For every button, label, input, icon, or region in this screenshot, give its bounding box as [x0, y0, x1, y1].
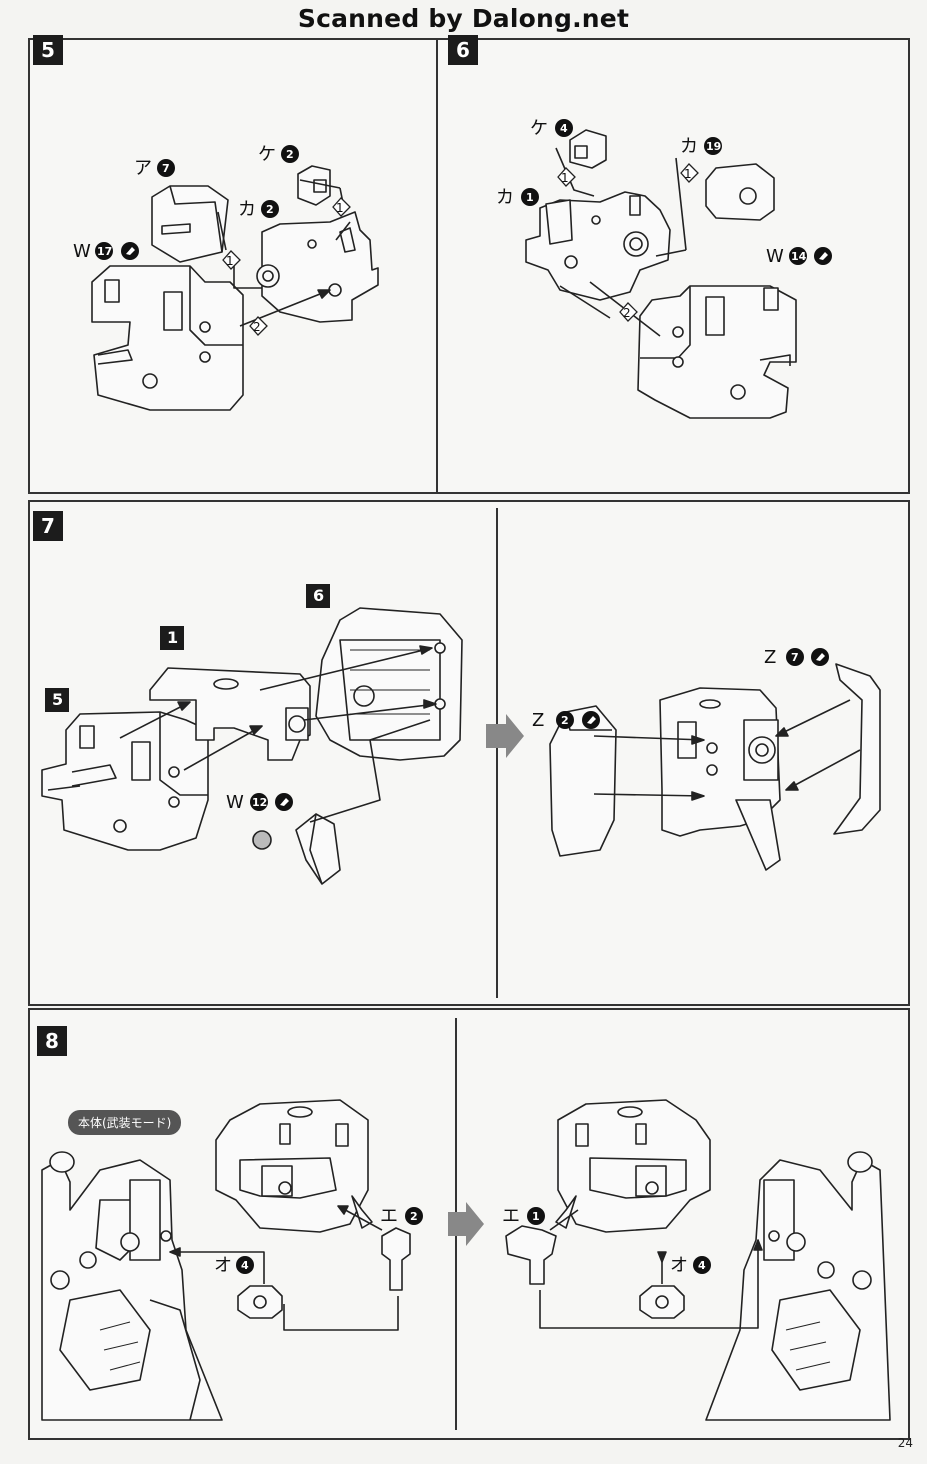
step-6-labels: ケ 4 カ 19 カ 1 W 14: [496, 118, 832, 267]
step-6-badge: 6: [448, 35, 478, 65]
label-z7-kana: Z: [764, 647, 776, 668]
label-w12-num: 12: [252, 796, 267, 809]
step-6-panel: [436, 38, 910, 494]
step-6-callouts: 1 1 2: [557, 163, 699, 322]
ref-step-6: 6: [313, 586, 324, 605]
body-armed-mode-tag: 本体(武装モード): [68, 1110, 182, 1135]
scan-watermark-title: Scanned by Dalong.net: [297, 4, 630, 33]
ref-step-5: 5: [52, 690, 63, 709]
step-6-artwork: [525, 129, 797, 419]
step-7-right-labels: Z 7 Z 2: [532, 647, 829, 731]
label-z7-num: 7: [791, 651, 799, 664]
label-w14-num: 14: [791, 250, 807, 263]
label-ka1-kana: カ: [496, 187, 514, 208]
step-5-callouts: 1 1 2: [222, 197, 351, 336]
label-o4a-num: 4: [241, 1259, 249, 1272]
label-e2-num: 2: [410, 1210, 418, 1223]
label-ke4-num: 4: [560, 122, 568, 135]
step-8-badge: 8: [37, 1026, 67, 1056]
label-w12-kana: W: [226, 792, 244, 813]
step-8-next-arrow: [448, 1202, 484, 1246]
label-ke2-num: 2: [286, 148, 294, 161]
label-o4b-kana: オ: [670, 1255, 688, 1276]
label-e1-num: 1: [532, 1210, 540, 1223]
label-z2-kana: Z: [532, 710, 544, 731]
page-number: 24: [897, 1436, 913, 1450]
step-7-left-artwork: [41, 607, 463, 885]
step-8-right-artwork: [505, 1099, 891, 1421]
step-7-divider: [496, 508, 498, 998]
label-e1-kana: エ: [502, 1206, 520, 1227]
step-7-refs: 1 5 6: [45, 584, 330, 712]
callout-1: 1: [336, 201, 344, 215]
step-5-artwork: [91, 165, 379, 411]
label-o4a-kana: オ: [214, 1255, 232, 1276]
step-5-badge: 5: [33, 35, 63, 65]
callout-2: 2: [253, 320, 261, 334]
label-ke4-kana: ケ: [530, 118, 548, 139]
label-o4b-num: 4: [698, 1259, 706, 1272]
label-w17-kana: W: [73, 241, 91, 262]
step-8-left-labels: エ 2 オ 4: [214, 1206, 423, 1276]
step-8-left-artwork: [41, 1099, 411, 1421]
callout-1: 1: [226, 254, 234, 268]
label-ka2-num: 2: [266, 203, 274, 216]
label-e2-kana: エ: [380, 1206, 398, 1227]
label-a7-kana: ア: [134, 158, 152, 179]
label-ka19-num: 19: [706, 140, 721, 153]
callout-1: 1: [561, 171, 569, 185]
label-ka1-num: 1: [526, 191, 534, 204]
step-5-labels: ア 7 ケ 2 カ 2 W 17: [73, 144, 299, 262]
label-ke2-kana: ケ: [258, 144, 276, 165]
step-8-right-labels: エ 1 オ 4: [502, 1206, 711, 1276]
label-z2-num: 2: [561, 714, 569, 727]
label-ka19-kana: カ: [680, 136, 698, 157]
callout-1: 1: [684, 167, 692, 181]
callout-2: 2: [623, 306, 631, 320]
label-ka2-kana: カ: [238, 199, 256, 220]
step-7-badge: 7: [33, 511, 63, 541]
label-w17-num: 17: [97, 245, 112, 258]
step-7-right-artwork: [549, 663, 881, 871]
step-7-next-arrow: [486, 714, 524, 758]
step-7-left-labels: W 12: [226, 792, 293, 813]
label-w14-kana: W: [766, 246, 784, 267]
ref-step-1: 1: [167, 628, 178, 647]
label-a7-num: 7: [162, 162, 170, 175]
